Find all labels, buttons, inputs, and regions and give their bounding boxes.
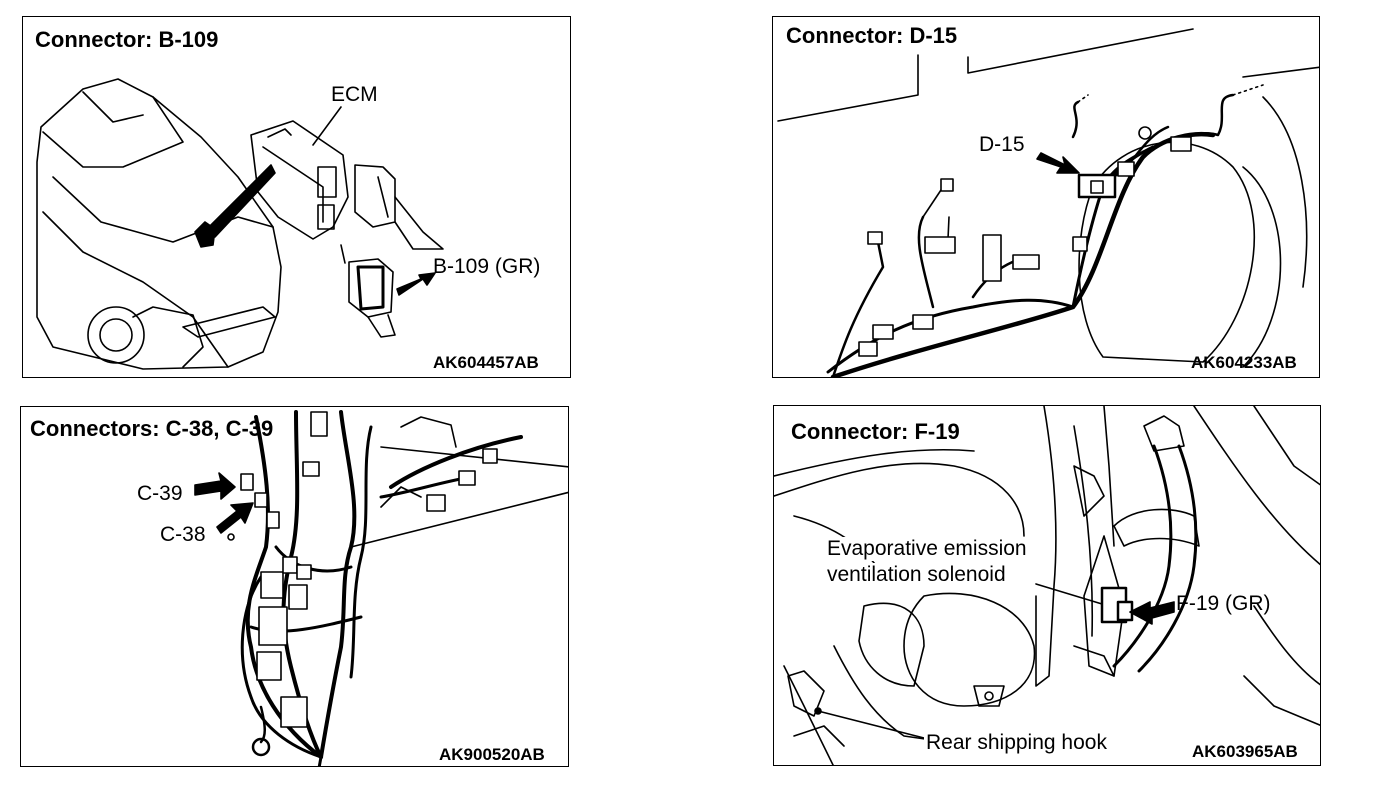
- d15-illustration: [777, 28, 1319, 377]
- d15-connector-label: D-15: [979, 133, 1025, 156]
- panel-title: Connector: D-15: [786, 23, 958, 48]
- panel-title: Connectors: C-38, C-39: [30, 416, 274, 441]
- c38-connector-label: C-38: [160, 523, 206, 546]
- panel-title: Connector: B-109: [35, 27, 219, 52]
- panel-connectors-c38-c39: Connectors: C-38, C-39 C-39 C-38 AK90052…: [20, 406, 569, 767]
- solenoid-label-line1: Evaporative emission: [825, 537, 1029, 561]
- figure-code: AK604457AB: [433, 353, 539, 372]
- figure-code: AK900520AB: [439, 745, 545, 764]
- figure-code: AK604233AB: [1191, 353, 1297, 372]
- panel-connector-b109: Connector: B-109 ECM B-109 (GR) AK604457…: [22, 16, 571, 378]
- figure-code: AK603965AB: [1192, 742, 1298, 761]
- c38-c39-illustration: [194, 410, 568, 766]
- panel-connector-d15: Connector: D-15 D-15 AK604233AB: [772, 16, 1320, 378]
- b109-illustration: [36, 78, 444, 370]
- rear-shipping-hook-label: Rear shipping hook: [924, 731, 1109, 755]
- solenoid-label-line2: ventilation solenoid: [825, 563, 1008, 587]
- b109-connector-label: B-109 (GR): [433, 255, 541, 278]
- c39-connector-label: C-39: [137, 482, 183, 505]
- panel-title: Connector: F-19: [791, 419, 960, 444]
- f19-connector-label: F-19 (GR): [1176, 592, 1271, 615]
- f19-illustration: [774, 406, 1320, 765]
- panel-connector-f19: Connector: F-19 Evaporative emission ven…: [773, 405, 1321, 766]
- ecm-label: ECM: [331, 83, 378, 106]
